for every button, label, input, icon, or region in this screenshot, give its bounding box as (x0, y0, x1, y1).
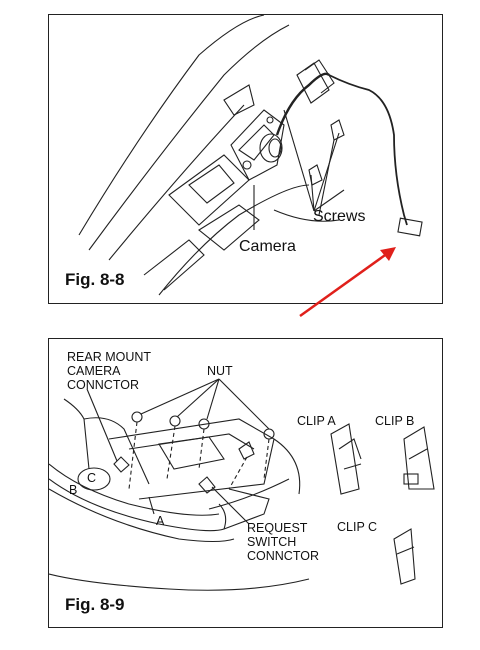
camera-install-drawing (78, 15, 423, 296)
request-switch-connector-shape (198, 476, 216, 494)
camera-label: Camera (239, 238, 296, 255)
screw-2 (308, 164, 323, 186)
figure-caption: Fig. 8-8 (65, 270, 125, 289)
grommet (296, 62, 330, 104)
request-label-line2: SWITCH (247, 535, 297, 549)
body-outline-line (78, 15, 265, 236)
screws-label: Screws (313, 208, 366, 225)
nuts (131, 411, 275, 460)
figure-caption: Fig. 8-9 (65, 595, 125, 614)
rear-mount-label-line2: CAMERA (67, 364, 121, 378)
screw-1 (330, 119, 345, 141)
clip-a-label: CLIP A (297, 414, 336, 428)
garnish-install-drawing (49, 378, 435, 591)
nut-label: NUT (207, 364, 233, 378)
camera-hole (77, 467, 111, 491)
letter-b-label: B (69, 483, 78, 497)
clip-c-drawing (393, 528, 416, 585)
letter-c-label: C (87, 471, 97, 485)
camera-connector (397, 217, 423, 237)
figure-8-9-panel: REAR MOUNT CAMERA CONNCTOR NUT CLIP A CL… (48, 338, 443, 628)
garnish-top-edge (49, 463, 220, 516)
request-label-line1: REQUEST (247, 521, 308, 535)
rear-mount-label-line3: CONNCTOR (67, 378, 139, 392)
clip-b-label: CLIP B (375, 414, 415, 428)
rear-mount-label-line1: REAR MOUNT (67, 350, 152, 364)
letter-a-label: A (156, 514, 165, 528)
clip-c-label: CLIP C (337, 520, 378, 534)
rear-mount-connector-shape (113, 456, 130, 473)
clip-a-drawing (330, 423, 362, 495)
clip-b-drawing (403, 426, 435, 490)
figure-8-8-panel: Camera Screws Fig. 8-8 (48, 14, 443, 304)
request-label-line3: CONNCTOR (247, 549, 319, 563)
